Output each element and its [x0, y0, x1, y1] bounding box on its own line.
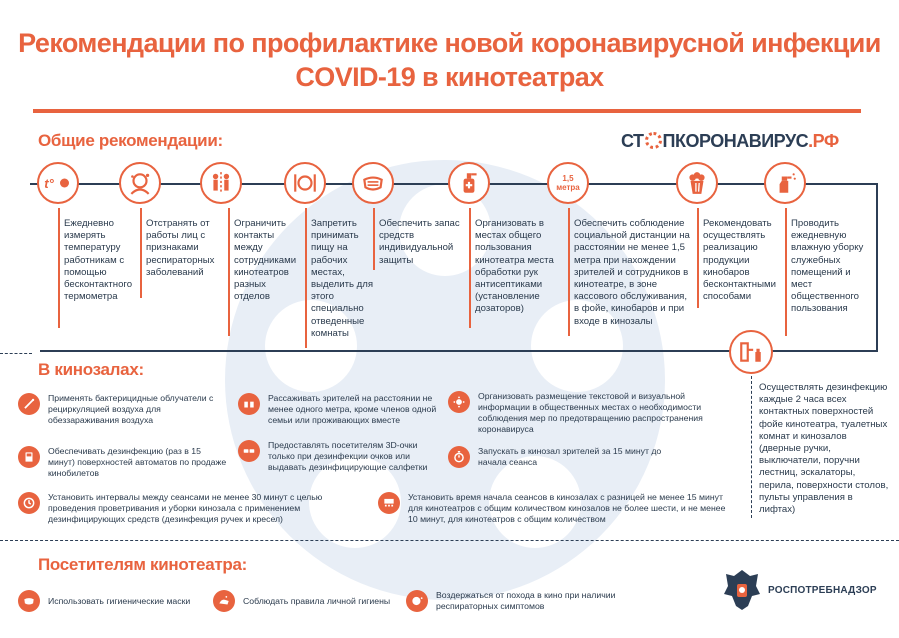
page-title-line2: COVID-19 в кинотеатрах — [295, 62, 604, 92]
cinema-screen-icon — [378, 492, 400, 514]
column-divider — [697, 208, 699, 308]
distance-unit: метра — [556, 183, 580, 192]
3d-glasses-icon — [238, 440, 260, 462]
thermometer-icon: t° — [37, 162, 79, 204]
halls-item-5-text: Предоставлять посетителям 3D-очки только… — [268, 440, 428, 472]
stopwatch-icon — [448, 446, 470, 468]
halls-heading: В кинозалах: — [38, 360, 144, 379]
column-divider — [469, 208, 471, 328]
visitors-item-3-text: Воздержаться от похода в кино при наличи… — [436, 590, 616, 611]
visitors-item-2-text: Соблюдать правила личной гигиены — [243, 595, 391, 606]
coronavirus-info-icon — [448, 391, 470, 413]
general-heading: Общие рекомендации: — [38, 131, 223, 150]
sick-person-icon — [119, 162, 161, 204]
general-item-3: Ограничить контакты между сотрудниками к… — [234, 218, 297, 303]
column-divider — [58, 208, 60, 328]
halls-item-6-text: Организовать размещение текстовой и визу… — [478, 391, 703, 434]
column-divider — [785, 208, 787, 336]
clock-icon — [18, 492, 40, 514]
food-plate-icon — [284, 162, 326, 204]
general-item-6: Организовать в местах общего пользования… — [475, 218, 554, 315]
face-mask-icon — [352, 162, 394, 204]
seats-icon — [238, 393, 260, 415]
halls-item-3-text: Установить интервалы между сеансами не м… — [48, 492, 323, 524]
brand-part2: ПКОРОНАВИРУС — [662, 131, 809, 151]
halls-item-5: Предоставлять посетителям 3D-очки только… — [238, 440, 438, 473]
disinfection-divider — [751, 376, 752, 518]
thermometer-symbol: t° — [44, 175, 54, 191]
halls-item-3: Установить интервалы между сеансами не м… — [18, 492, 328, 525]
spray-bottle-icon — [764, 162, 806, 204]
visitors-item-1: Использовать гигиенические маски — [18, 590, 218, 612]
column-divider — [305, 208, 307, 348]
title-underline — [33, 109, 861, 113]
halls-item-4: Рассаживать зрителей на расстоянии не ме… — [238, 393, 438, 426]
general-item-5: Обеспечить запас средств индивидуальной … — [379, 218, 460, 266]
reel-hole — [265, 300, 357, 392]
visitors-heading: Посетителям кинотеатра: — [38, 555, 247, 574]
page-title: Рекомендации по профилактике новой корон… — [0, 26, 899, 94]
popcorn-icon — [676, 162, 718, 204]
sick-face-icon — [406, 590, 428, 612]
halls-item-2: Обеспечивать дезинфекцию (раз в 15 минут… — [18, 446, 228, 479]
general-item-9: Проводить ежедневную влажную уборку служ… — [791, 218, 864, 315]
distance-label: 1,5 — [562, 174, 574, 183]
virus-icon — [644, 132, 662, 149]
column-divider — [140, 208, 142, 298]
halls-item-4-text: Рассаживать зрителей на расстоянии не ме… — [268, 393, 437, 425]
timeline-bottom — [40, 350, 878, 352]
brand-part1: СТ — [621, 131, 644, 151]
sanitizer-dispenser-icon — [448, 162, 490, 204]
hand-wash-icon — [213, 590, 235, 612]
mask-icon — [18, 590, 40, 612]
door-handle-spray-icon — [729, 330, 773, 374]
disinfection-text: Осуществлять дезинфекцию каждые 2 часа в… — [759, 382, 889, 516]
halls-item-8-text: Установить время начала сеансов в киноза… — [408, 492, 726, 524]
column-divider — [228, 208, 230, 336]
halls-item-1: Применять бактерицидные облучатели с рец… — [18, 393, 228, 426]
page-title-line1: Рекомендации по профилактике новой корон… — [18, 28, 881, 58]
visitors-item-1-text: Использовать гигиенические маски — [48, 595, 191, 606]
stopkoronavirus-logo: СТ ПКОРОНАВИРУС.РФ — [621, 131, 839, 152]
halls-item-7-text: Запускать в кинозал зрителей за 15 минут… — [478, 446, 662, 467]
section-divider — [0, 353, 32, 354]
visitors-item-3: Воздержаться от похода в кино при наличи… — [406, 590, 626, 612]
column-divider — [373, 208, 375, 270]
reel-hole — [531, 300, 623, 392]
halls-item-1-text: Применять бактерицидные облучатели с рец… — [48, 393, 214, 425]
column-divider — [568, 208, 570, 336]
agency-name: РОСПОТРЕБНАДЗОР — [768, 585, 877, 596]
halls-item-8: Установить время начала сеансов в киноза… — [378, 492, 728, 525]
rospotrebnadzor-emblem-icon — [724, 570, 760, 610]
general-item-2: Отстранять от работы лиц с признаками ре… — [146, 218, 215, 278]
general-item-1: Ежедневно измерять температуру работника… — [64, 218, 133, 303]
halls-item-7: Запускать в кинозал зрителей за 15 минут… — [448, 446, 688, 468]
timeline-right — [876, 183, 878, 351]
staff-separation-icon — [200, 162, 242, 204]
visitors-item-2: Соблюдать правила личной гигиены — [213, 590, 413, 612]
ticket-machine-icon — [18, 446, 40, 468]
uv-lamp-icon — [18, 393, 40, 415]
halls-item-2-text: Обеспечивать дезинфекцию (раз в 15 минут… — [48, 446, 227, 478]
general-item-4: Запретить принимать пищу на рабочих мест… — [311, 218, 374, 339]
halls-item-6: Организовать размещение текстовой и визу… — [448, 391, 738, 435]
reel-hole — [489, 456, 581, 548]
section-divider — [0, 540, 899, 541]
general-item-7: Обеспечить соблюдение социальной дистанц… — [574, 218, 690, 327]
general-item-8: Рекомендовать осуществлять реализацию пр… — [703, 218, 776, 303]
brand-part3: .РФ — [808, 131, 839, 151]
